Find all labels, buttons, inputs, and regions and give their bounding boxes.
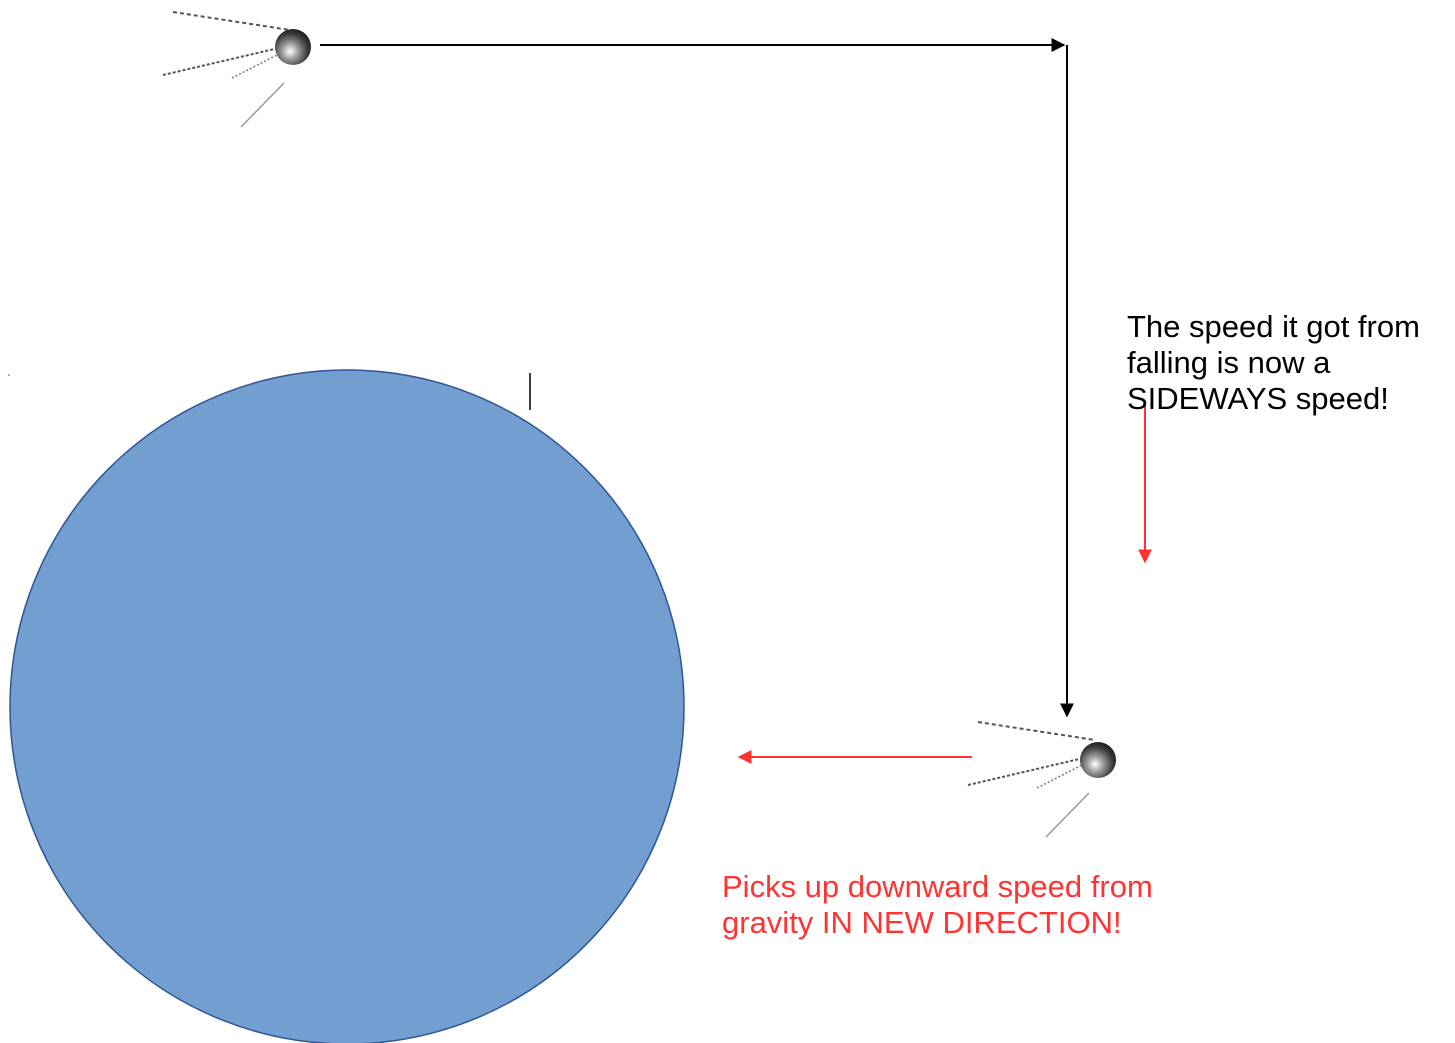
earth-circle: [10, 370, 684, 1043]
stray-dot: [8, 374, 10, 376]
sputnik-satellite-icon-bottom: [968, 722, 1116, 837]
sputnik-satellite-icon-top: [163, 12, 311, 127]
sideways-speed-note: The speed it got from falling is now a S…: [1127, 309, 1455, 417]
gravity-direction-note: Picks up downward speed from gravity IN …: [722, 869, 1242, 941]
